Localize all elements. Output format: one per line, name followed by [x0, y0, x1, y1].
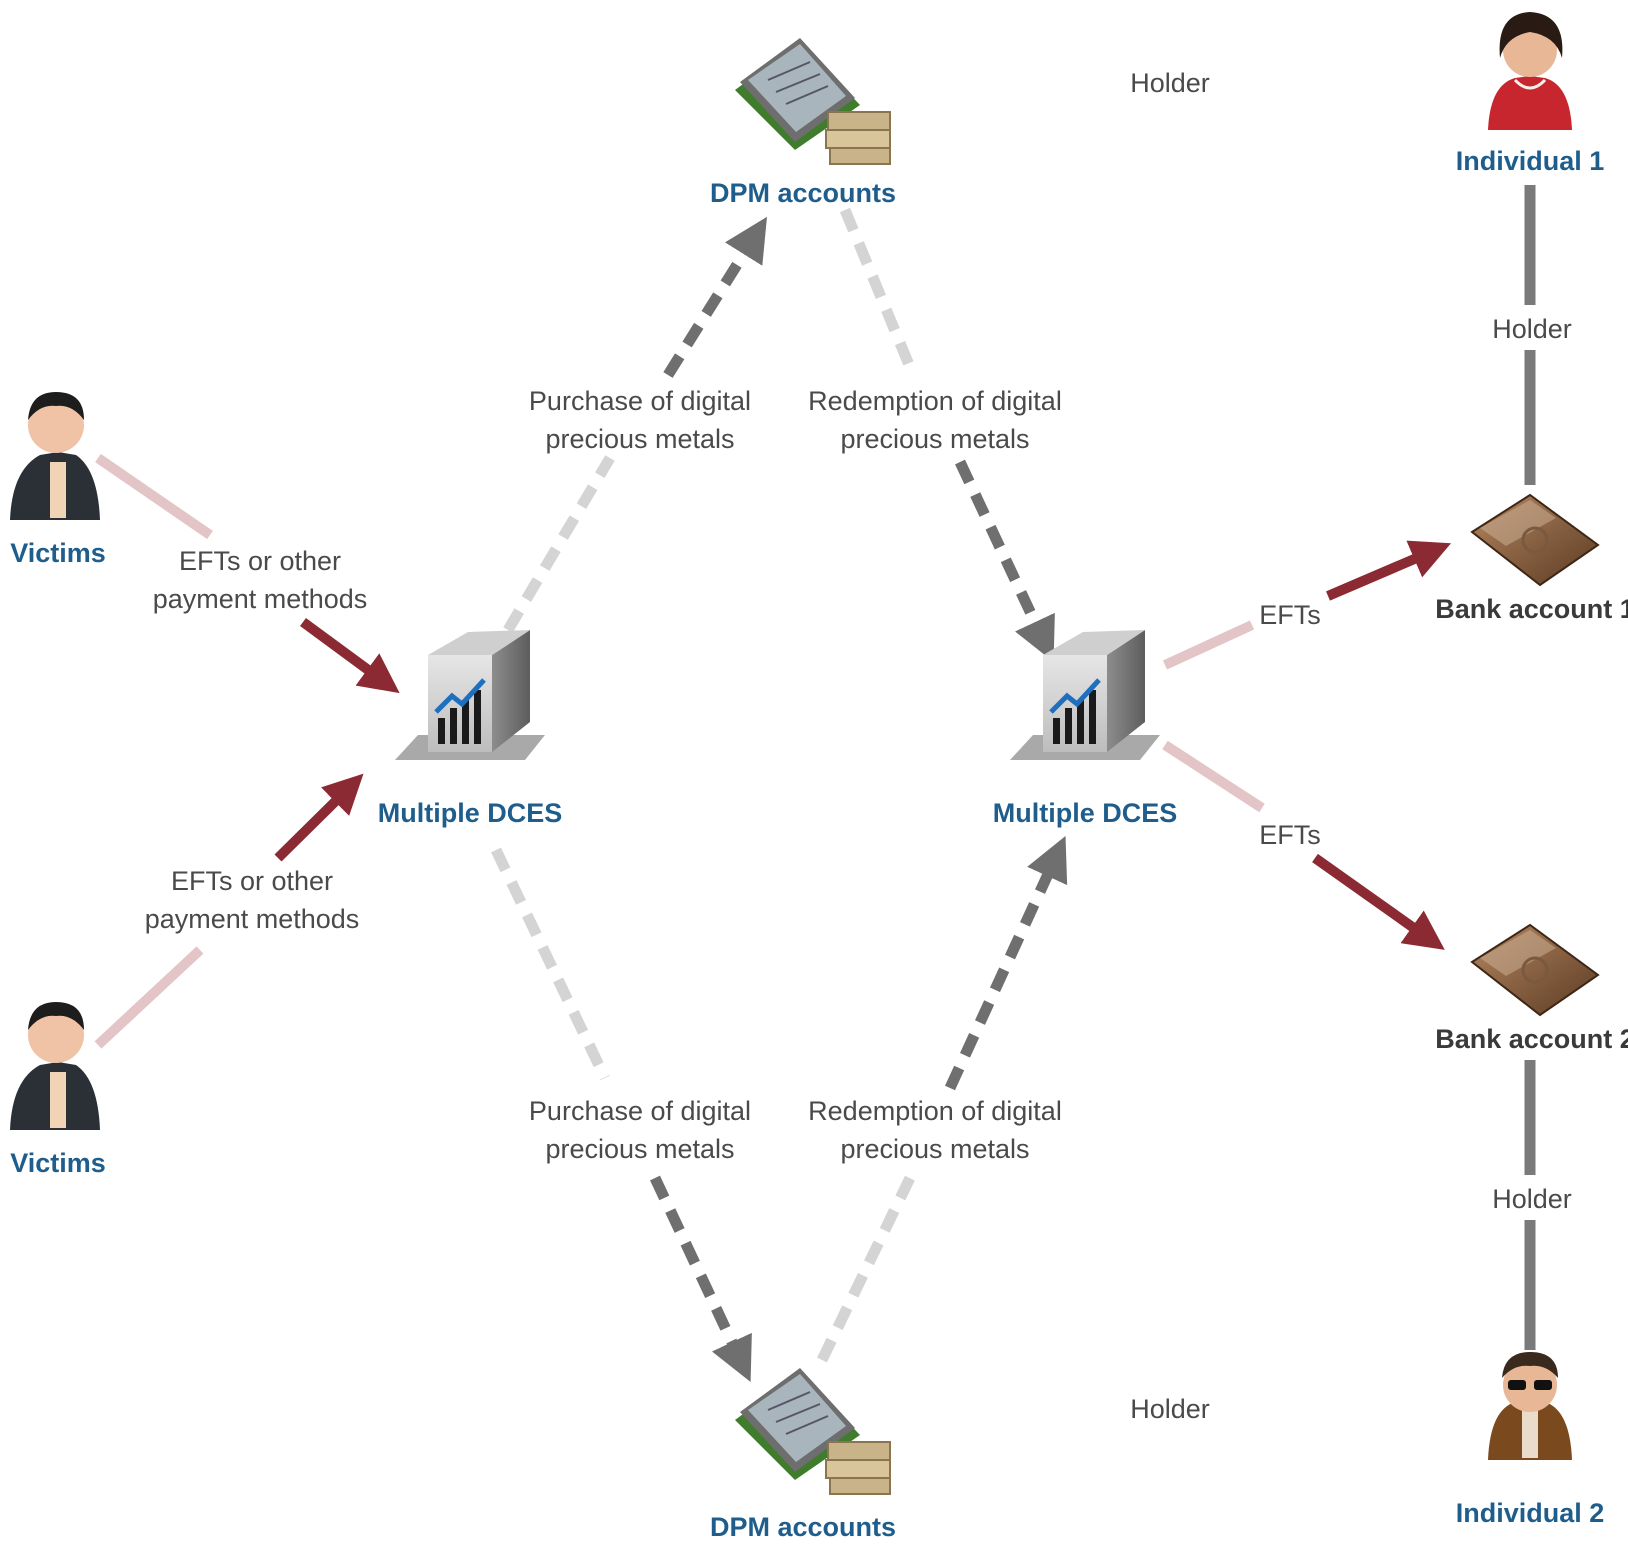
victim-bottom-node: Victims [10, 1002, 106, 1178]
victim-top-payment-label-line-1: EFTs or other [179, 546, 341, 576]
individual-1-label: Individual 1 [1456, 146, 1605, 176]
folder-icon [1470, 923, 1600, 1017]
eft-flows [1162, 540, 1452, 950]
eft-label-bank-2: EFTs [1259, 820, 1321, 850]
victim-top-payment-label-line-2: payment methods [153, 584, 368, 614]
victim-flows [94, 453, 400, 1049]
woman-icon [1488, 12, 1572, 130]
purchase-top-label-line-2: precious metals [545, 424, 734, 454]
ledger-cash-icon [735, 1368, 891, 1495]
redemption-bottom-faded [817, 1175, 915, 1363]
holder-label-dpm-bottom: Holder [1130, 1394, 1210, 1424]
dces-right-node: Multiple DCES [993, 630, 1178, 828]
dpm-bottom-label: DPM accounts [710, 1512, 896, 1542]
redemption-bottom-label-line-2: precious metals [840, 1134, 1029, 1164]
eft-bank-1-arrow [1326, 540, 1452, 601]
victim-bottom-payment-label-line-1: EFTs or other [171, 866, 333, 896]
purchase-bottom-label-line-2: precious metals [545, 1134, 734, 1164]
bank-account-1-label: Bank account 1 [1435, 594, 1628, 624]
eft-bank-1-faded [1162, 620, 1255, 670]
victim-bottom-label: Victims [10, 1148, 106, 1178]
exchange-building-icon [1010, 630, 1160, 760]
victim-top-node: Victims [10, 392, 106, 568]
dces-right-label: Multiple DCES [993, 798, 1178, 828]
bank-account-2-node: Bank account 2 [1435, 923, 1628, 1054]
folder-icon [1470, 493, 1600, 587]
holder-label-dpm-top: Holder [1130, 68, 1210, 98]
redemption-bottom-arrow [945, 836, 1068, 1091]
purchase-bottom-label-line-1: Purchase of digital [529, 1096, 751, 1126]
man-sunglasses-icon [1488, 1352, 1572, 1460]
dpm-top-node: DPM accounts [710, 38, 896, 208]
victim-top-label: Victims [10, 538, 106, 568]
person-icon [10, 1002, 100, 1130]
eft-label-bank-1: EFTs [1259, 600, 1321, 630]
eft-bank-2-arrow [1312, 853, 1445, 950]
exchange-building-icon [395, 630, 545, 760]
purchase-bottom-arrow [650, 1175, 752, 1382]
purchase-top-arrow [663, 216, 768, 378]
victim-bottom-line-faded [94, 946, 204, 1049]
individual-1-node: Individual 1 [1456, 12, 1605, 176]
redemption-top-label-line-2: precious metals [840, 424, 1029, 454]
purchase-top-faded [503, 455, 615, 633]
holder-label-individual-1: Holder [1492, 314, 1572, 344]
redemption-top-label-line-1: Redemption of digital [808, 386, 1062, 416]
dces-left-node: Multiple DCES [378, 630, 563, 828]
victim-bottom-payment-label-line-2: payment methods [145, 904, 360, 934]
victim-bottom-arrow [274, 773, 364, 862]
victim-top-arrow [300, 617, 400, 694]
bank-account-1-node: Bank account 1 [1435, 493, 1628, 624]
dpm-bottom-node: DPM accounts [710, 1368, 896, 1542]
redemption-top-arrow [955, 459, 1055, 662]
edge-labels: Holder Holder Holder Holder EFTs EFTs EF… [145, 68, 1572, 1424]
metal-flows [491, 207, 1068, 1382]
eft-bank-2-faded [1162, 740, 1265, 813]
individual-2-label: Individual 2 [1456, 1498, 1605, 1528]
ledger-cash-icon [735, 38, 891, 165]
purchase-bottom-faded [491, 847, 610, 1081]
holder-label-bank-2: Holder [1492, 1184, 1572, 1214]
individual-2-node: Individual 2 [1456, 1352, 1605, 1528]
holder-links [850, 76, 1536, 1414]
victim-top-line-faded [95, 453, 213, 540]
purchase-top-label-line-1: Purchase of digital [529, 386, 751, 416]
dpm-top-label: DPM accounts [710, 178, 896, 208]
redemption-top-faded [839, 207, 918, 375]
redemption-bottom-label-line-1: Redemption of digital [808, 1096, 1062, 1126]
dces-left-label: Multiple DCES [378, 798, 563, 828]
person-icon [10, 392, 100, 520]
bank-account-2-label: Bank account 2 [1435, 1024, 1628, 1054]
